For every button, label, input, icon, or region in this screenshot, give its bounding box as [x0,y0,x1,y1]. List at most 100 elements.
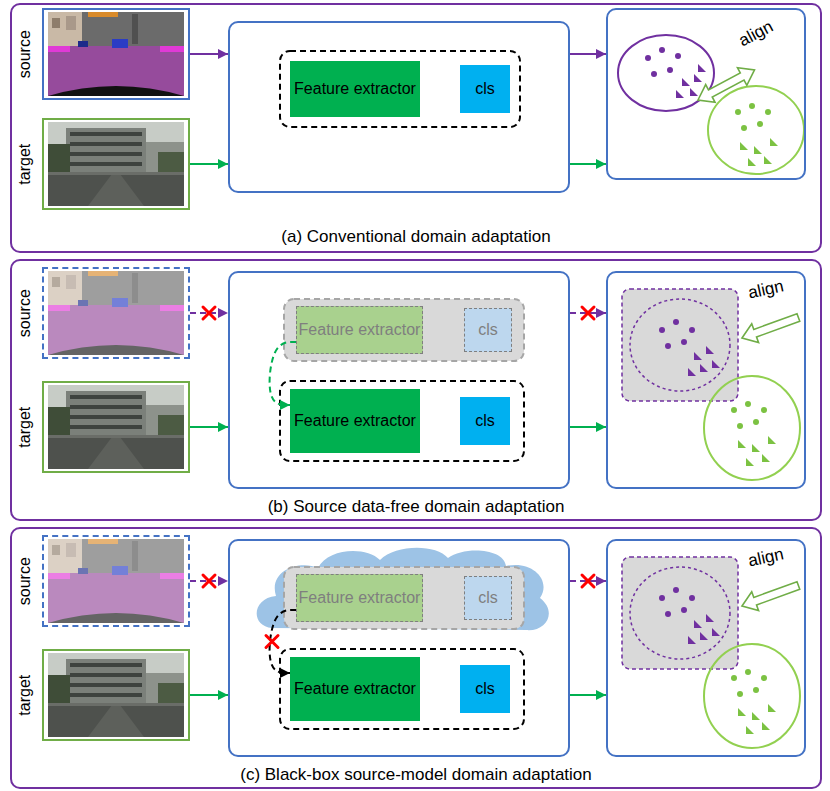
source-image [48,271,184,355]
triangle [752,444,760,452]
dot [673,587,679,593]
target-cluster [708,86,804,174]
dot [765,109,771,115]
text-holder: cls [475,412,495,430]
flow-arrow [570,163,606,165]
text-holder: align [746,276,785,303]
source-cluster [630,567,730,659]
text-holder: target [16,407,34,448]
dot [651,71,657,77]
triangle [752,712,760,720]
triangle [738,708,746,716]
triangle [676,90,684,98]
target-image [48,653,184,737]
cross-stroke [582,575,594,587]
dot [745,669,751,675]
dot [731,675,737,681]
dot [659,327,665,333]
text-holder: Feature extractor [294,80,416,98]
panel-frame: (b) Source data-free domain adaptation so… [10,259,822,521]
classifier-box: cls [464,308,512,352]
triangle [764,156,772,164]
dot [681,339,687,345]
triangle [688,636,696,644]
classifier-box: cls [464,576,512,620]
panel-frame: (c) Black-box source-model domain adapta… [10,527,822,789]
triangle [768,704,776,712]
triangle [706,346,714,354]
classifier-box: cls [460,65,510,113]
cross-stroke [203,307,215,319]
triangle [682,78,690,86]
source-image [48,539,184,623]
text-holder: Feature extractor [299,321,421,339]
triangle [688,368,696,376]
align-label: align [746,544,785,570]
panel-caption: (a) Conventional domain adaptation [281,227,550,246]
target-points [731,669,776,734]
domain-label: source [16,557,33,605]
dot [665,343,671,349]
triangle [746,458,754,466]
box-label: cls [475,80,495,98]
feature-extractor-box: Feature extractor [296,306,423,354]
cross-stroke [266,636,278,648]
text-holder: cls [475,80,495,98]
triangle [738,440,746,448]
text-holder: cls [478,321,498,339]
blocked-cross [203,307,215,319]
feature-extractor-box: Feature extractor [296,574,423,622]
fade-overlay [48,539,184,623]
blocked-marks [203,307,594,648]
cross-stroke [582,307,594,319]
dot [667,67,673,73]
box-label: cls [478,589,498,607]
target-cluster [704,644,800,748]
classifier-box: cls [460,397,510,445]
text-holder: source [16,557,34,605]
text-holder: Feature extractor [294,412,416,430]
text-holder: (c) Black-box source-model domain adapta… [12,765,820,785]
model-box [280,51,520,127]
text-holder: cls [478,589,498,607]
text-holder: target [16,144,34,185]
text-holder: (b) Source data-free domain adaptation [12,497,820,517]
panel-caption: (b) Source data-free domain adaptation [268,497,565,516]
text-holder: Feature extractor [299,589,421,607]
source-model-box [284,299,524,361]
model-panel: Feature extractor cls [228,21,570,193]
dot [659,47,665,53]
triangle [700,364,708,372]
dot [749,103,755,109]
target-image [48,385,184,469]
domain-label: target [16,675,33,716]
domain-label: source [16,289,33,337]
blocked-cross [266,636,278,648]
source-points [645,47,706,98]
target-cluster [704,376,800,480]
source-points [659,319,720,376]
align-label: align [736,17,777,51]
triangle [712,628,720,636]
model-box [280,381,524,461]
flow-arrow [570,694,606,696]
dot [689,595,695,601]
box-label: Feature extractor [299,589,421,607]
image-box: source [42,535,190,627]
dot [761,675,767,681]
image-box: source [42,8,190,100]
triangle [762,454,770,462]
cloud-service [257,548,549,630]
align-arrow [739,308,802,347]
panel-caption: (c) Black-box source-model domain adapta… [240,765,592,784]
dot [745,401,751,407]
dot [689,327,695,333]
dot [737,691,743,697]
triangle [770,138,778,146]
dot [753,419,759,425]
classifier-box: cls [460,665,510,713]
feature-extractor-box: Feature extractor [290,61,420,117]
panel-frame: (a) Conventional domain adaptation source… [10,3,822,253]
image-box: source [42,267,190,359]
